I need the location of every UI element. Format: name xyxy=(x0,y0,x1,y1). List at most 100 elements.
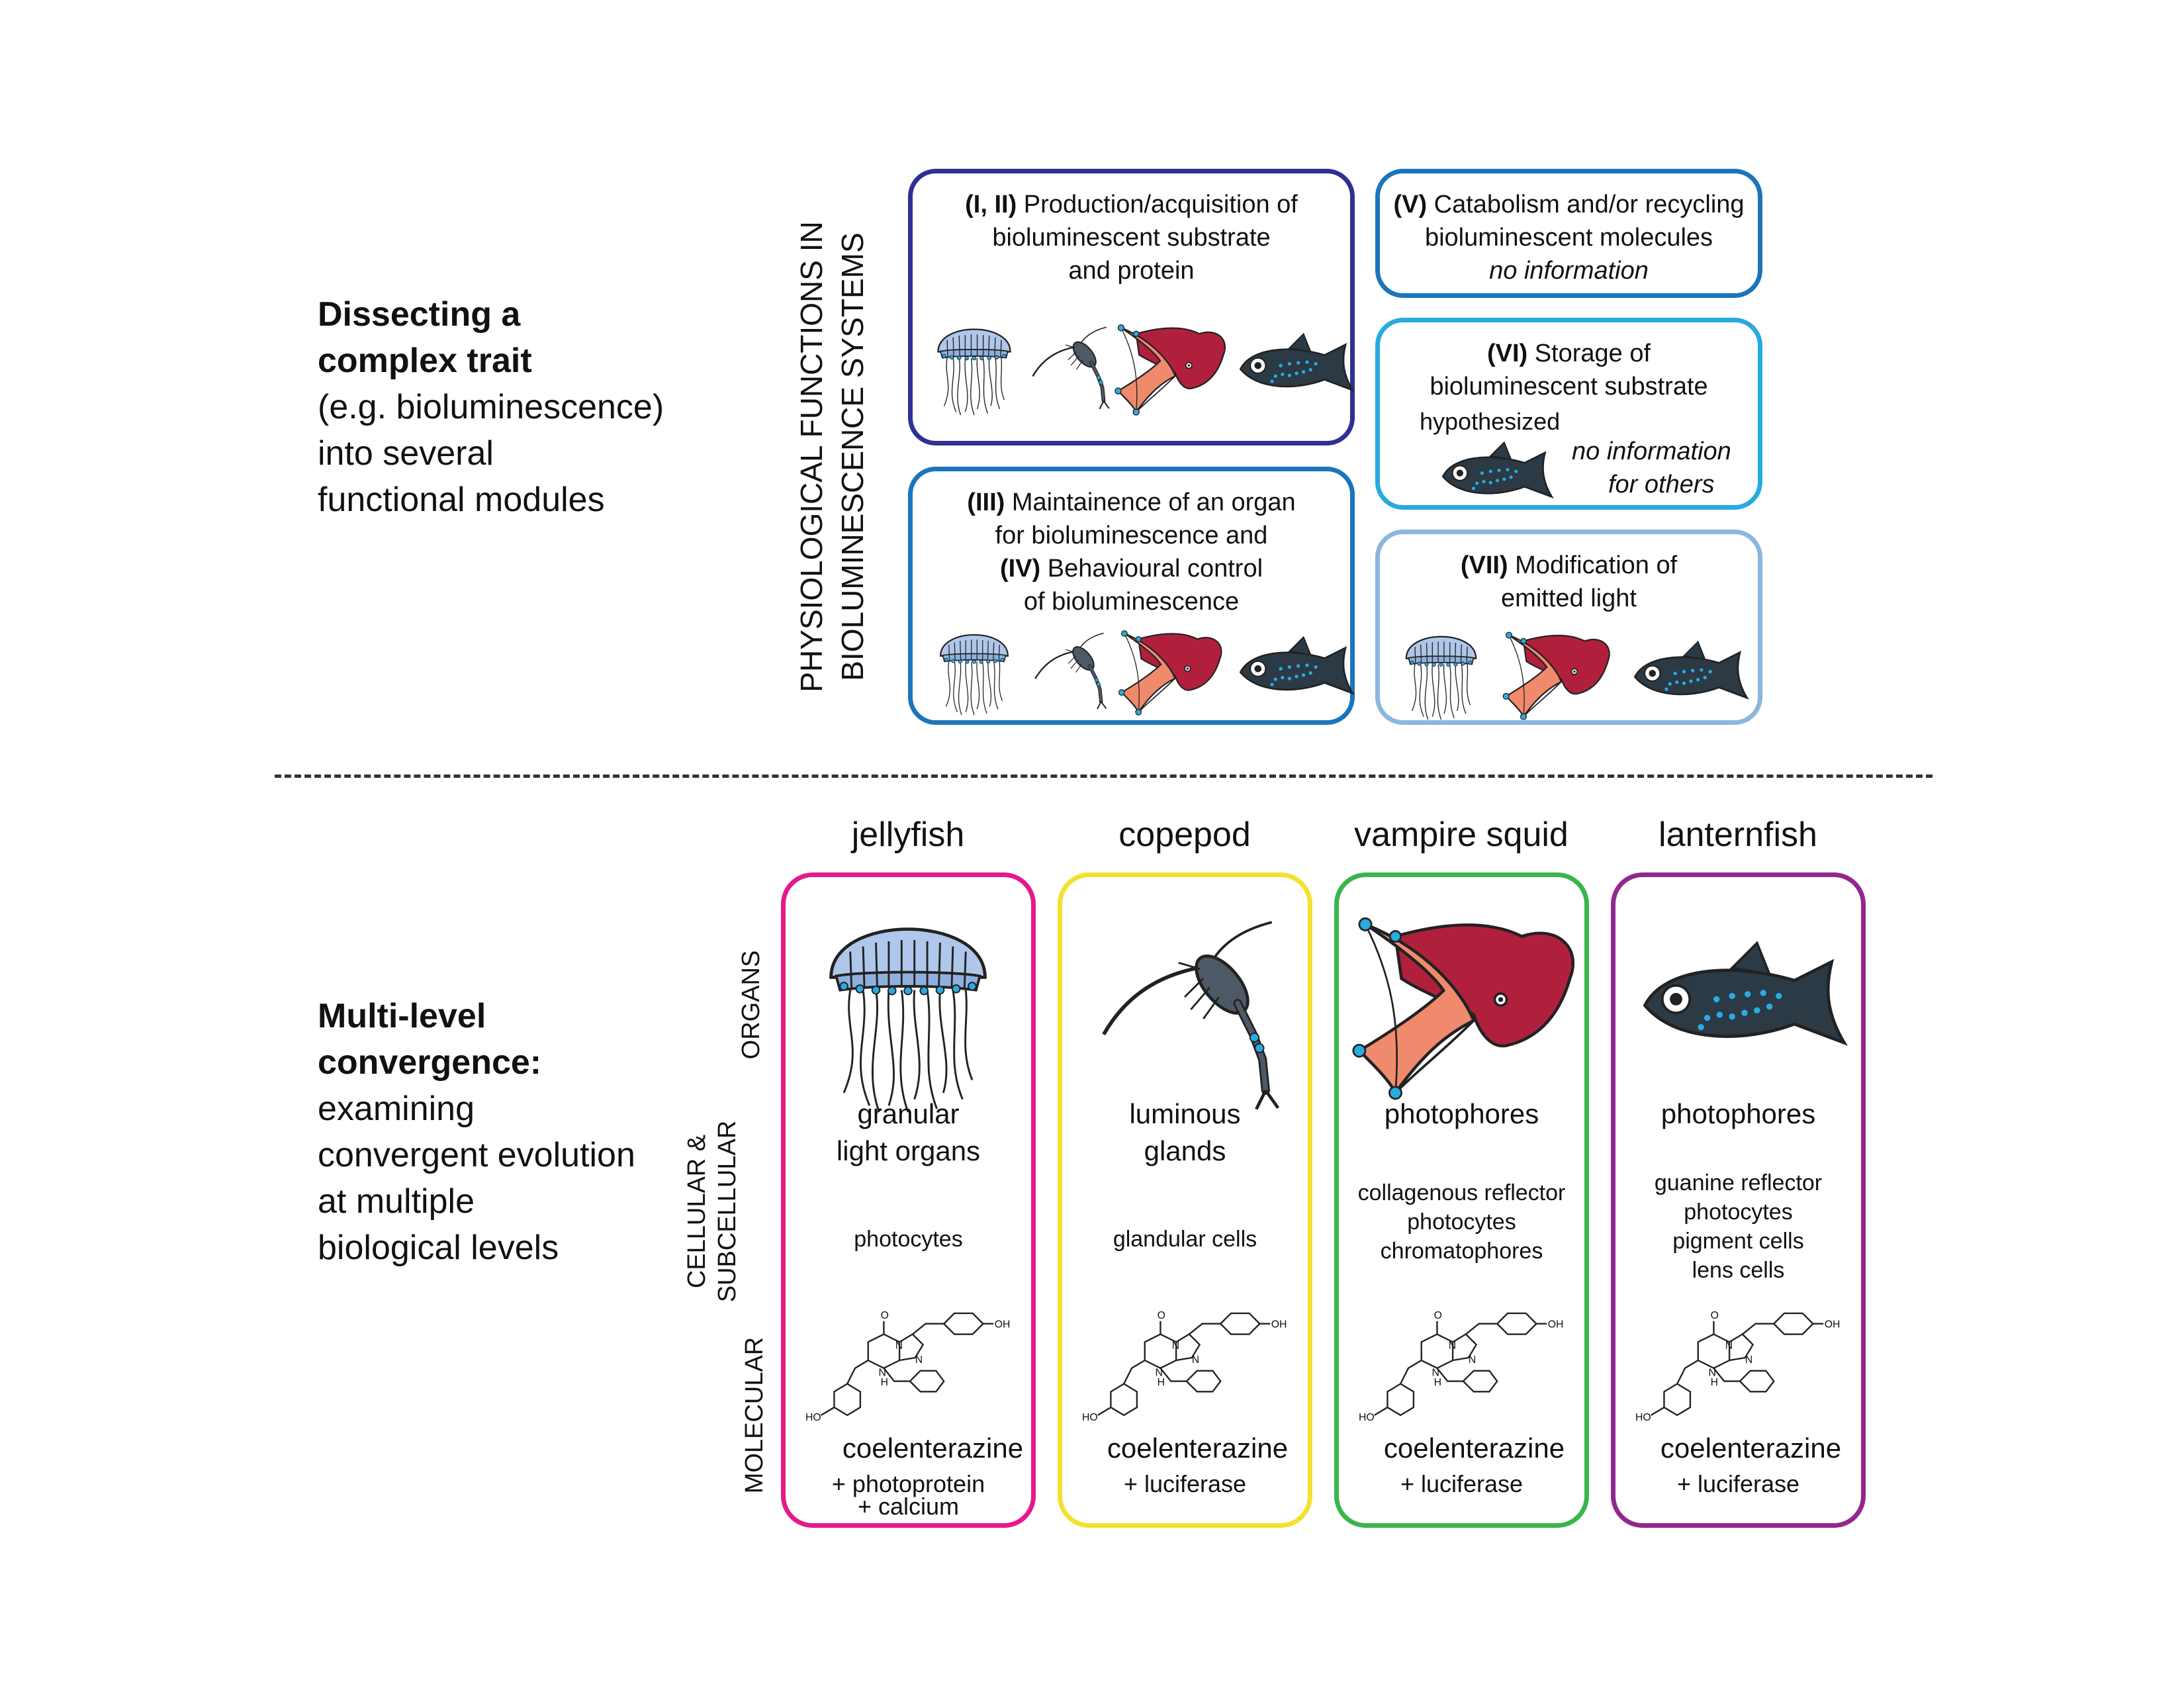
vampire-squid-icon xyxy=(1114,324,1226,416)
f34-organism-icons xyxy=(913,622,1354,722)
svg-text:H: H xyxy=(1158,1377,1165,1388)
vertical-header: PHYSIOLOGICAL FUNCTIONS IN BIOLUMINESCEN… xyxy=(791,212,884,702)
bottom-line5: at multiple xyxy=(318,1182,475,1221)
top-line4: into several xyxy=(318,434,494,473)
cell-type-label: guanine reflector xyxy=(1654,1170,1823,1196)
organ-label-line2: glands xyxy=(1144,1135,1226,1166)
f12-line1: Production/acquisition of xyxy=(1017,191,1298,218)
f12-line2: bioluminescent substrate xyxy=(992,224,1271,252)
svg-text:OH: OH xyxy=(995,1319,1011,1330)
svg-text:N: N xyxy=(1156,1368,1163,1379)
organ-label: luminous glands xyxy=(1058,1096,1312,1170)
lanternfish-icon xyxy=(1441,442,1553,498)
jellyfish-icon xyxy=(1405,635,1477,721)
f6-line2: bioluminescent substrate xyxy=(1430,373,1708,400)
molecule-name: coelenterazine xyxy=(842,1432,1024,1464)
bottom-line4: convergent evolution xyxy=(318,1136,635,1174)
vertical-header-line1: PHYSIOLOGICAL FUNCTIONS IN xyxy=(794,221,829,692)
vampire-squid-icon xyxy=(1118,630,1222,716)
organism-illustration xyxy=(786,894,1031,1112)
svg-text:OH: OH xyxy=(1825,1319,1841,1330)
f6-note-hypothesized: hypothesized xyxy=(1420,408,1561,435)
f7-organism-icons xyxy=(1380,624,1758,723)
svg-text:N: N xyxy=(915,1354,923,1366)
f7-line2: emitted light xyxy=(1501,585,1637,612)
cell-type-label: lens cells xyxy=(1692,1258,1785,1283)
molecule-name: coelenterazine xyxy=(1660,1432,1842,1464)
organ-label-line1: granular xyxy=(857,1098,960,1129)
f6-line1: Storage of xyxy=(1527,340,1651,367)
molecule-name: coelenterazine xyxy=(1107,1432,1289,1464)
bottom-line6: biological levels xyxy=(318,1229,559,1267)
cell-label-list: glandular cells xyxy=(1058,1225,1312,1254)
roman-iii: (III) xyxy=(967,489,1005,516)
function-box-storage: (VI) Storage of bioluminescent substrate… xyxy=(1375,318,1762,510)
lanternfish-icon xyxy=(1633,641,1749,699)
bottom-heading-line2: convergence: xyxy=(318,1043,542,1082)
reaction-partner-line1: + luciferase xyxy=(1676,1470,1800,1497)
cell-type-label: pigment cells xyxy=(1672,1229,1804,1254)
svg-text:N: N xyxy=(1725,1340,1733,1352)
svg-text:N: N xyxy=(1432,1368,1439,1379)
jellyfish-icon xyxy=(940,634,1009,716)
f5-line1: Catabolism and/or recycling xyxy=(1427,191,1745,218)
section-divider xyxy=(275,774,1933,778)
f34-line2: for bioluminescence and xyxy=(995,522,1268,549)
top-heading-line1: Dissecting a xyxy=(318,295,521,334)
function-box-catabolism: (V) Catabolism and/or recycling biolumin… xyxy=(1375,169,1762,298)
f12-organism-icons xyxy=(913,316,1354,416)
coelenterazine-structure-icon: O N N N H HO OH xyxy=(1082,1310,1287,1423)
reaction-partner-line1: + luciferase xyxy=(1123,1470,1247,1497)
cell-label-list: photocytes xyxy=(781,1225,1036,1254)
roman-i-ii: (I, II) xyxy=(965,191,1017,218)
vampire-squid-icon xyxy=(1349,900,1580,1099)
svg-text:N: N xyxy=(879,1368,886,1379)
bottom-line3: examining xyxy=(318,1090,475,1128)
svg-text:O: O xyxy=(881,1310,889,1321)
lanternfish-icon xyxy=(1239,333,1354,391)
reaction-partner: + photoprotein+ calcium xyxy=(781,1472,1036,1519)
roman-iv: (IV) xyxy=(999,555,1041,583)
jellyfish-icon xyxy=(815,900,1001,1112)
copepod-icon xyxy=(1025,626,1111,712)
level-label-cellular-line2: SUBCELLULAR xyxy=(713,1120,741,1303)
top-line5: functional modules xyxy=(318,481,605,519)
organ-label: granular light organs xyxy=(781,1096,1036,1170)
copepod-icon xyxy=(1025,319,1111,412)
svg-text:N: N xyxy=(1192,1354,1199,1366)
organ-label-line1: photophores xyxy=(1384,1098,1539,1129)
svg-text:HO: HO xyxy=(1082,1412,1098,1423)
vampire-squid-icon xyxy=(1502,632,1610,721)
f34-line1: Maintainence of an organ xyxy=(1005,489,1296,516)
top-heading-line2: complex trait xyxy=(318,342,532,380)
f7-line1: Modification of xyxy=(1508,551,1678,579)
svg-text:H: H xyxy=(1711,1377,1718,1388)
reaction-partner: + luciferase xyxy=(1611,1470,1866,1497)
svg-text:H: H xyxy=(881,1377,888,1388)
svg-text:HO: HO xyxy=(1359,1412,1375,1423)
level-label-cellular: CELLULAR & SUBCELLULAR xyxy=(675,1112,774,1311)
bottom-heading-line1: Multi-level xyxy=(318,997,486,1035)
reaction-partner: + luciferase xyxy=(1334,1472,1589,1496)
vertical-header-line2: BIOLUMINESCENCE SYSTEMS xyxy=(835,232,870,681)
level-label-cellular-line1: CELLULAR & xyxy=(683,1134,711,1289)
svg-text:N: N xyxy=(1449,1340,1456,1352)
svg-text:OH: OH xyxy=(1271,1319,1287,1330)
f6-note-no-information: no information xyxy=(1572,438,1731,465)
function-box-organ-maintenance: (III) Maintainence of an organ for biolu… xyxy=(908,467,1355,725)
svg-text:N: N xyxy=(1172,1340,1179,1352)
function-box-production: (I, II) Production/acquisition of biolum… xyxy=(908,169,1355,445)
organism-title: jellyfish xyxy=(851,816,965,854)
svg-text:HO: HO xyxy=(805,1412,821,1423)
coelenterazine-structure-icon: O N N N H HO OH xyxy=(1359,1310,1563,1423)
top-line3: (e.g. bioluminescence) xyxy=(318,388,664,426)
bottom-section-text: Multi-level convergence: examining conve… xyxy=(318,993,635,1271)
coelenterazine-structure-icon: O N N N H HO OH xyxy=(805,1310,1010,1423)
organism-illustration xyxy=(1062,894,1308,1112)
f5-note: no information xyxy=(1489,257,1649,285)
reaction-partner: + luciferase xyxy=(1058,1470,1312,1497)
organ-label-line1: luminous xyxy=(1129,1098,1241,1129)
organ-label-line2: light organs xyxy=(836,1135,981,1166)
